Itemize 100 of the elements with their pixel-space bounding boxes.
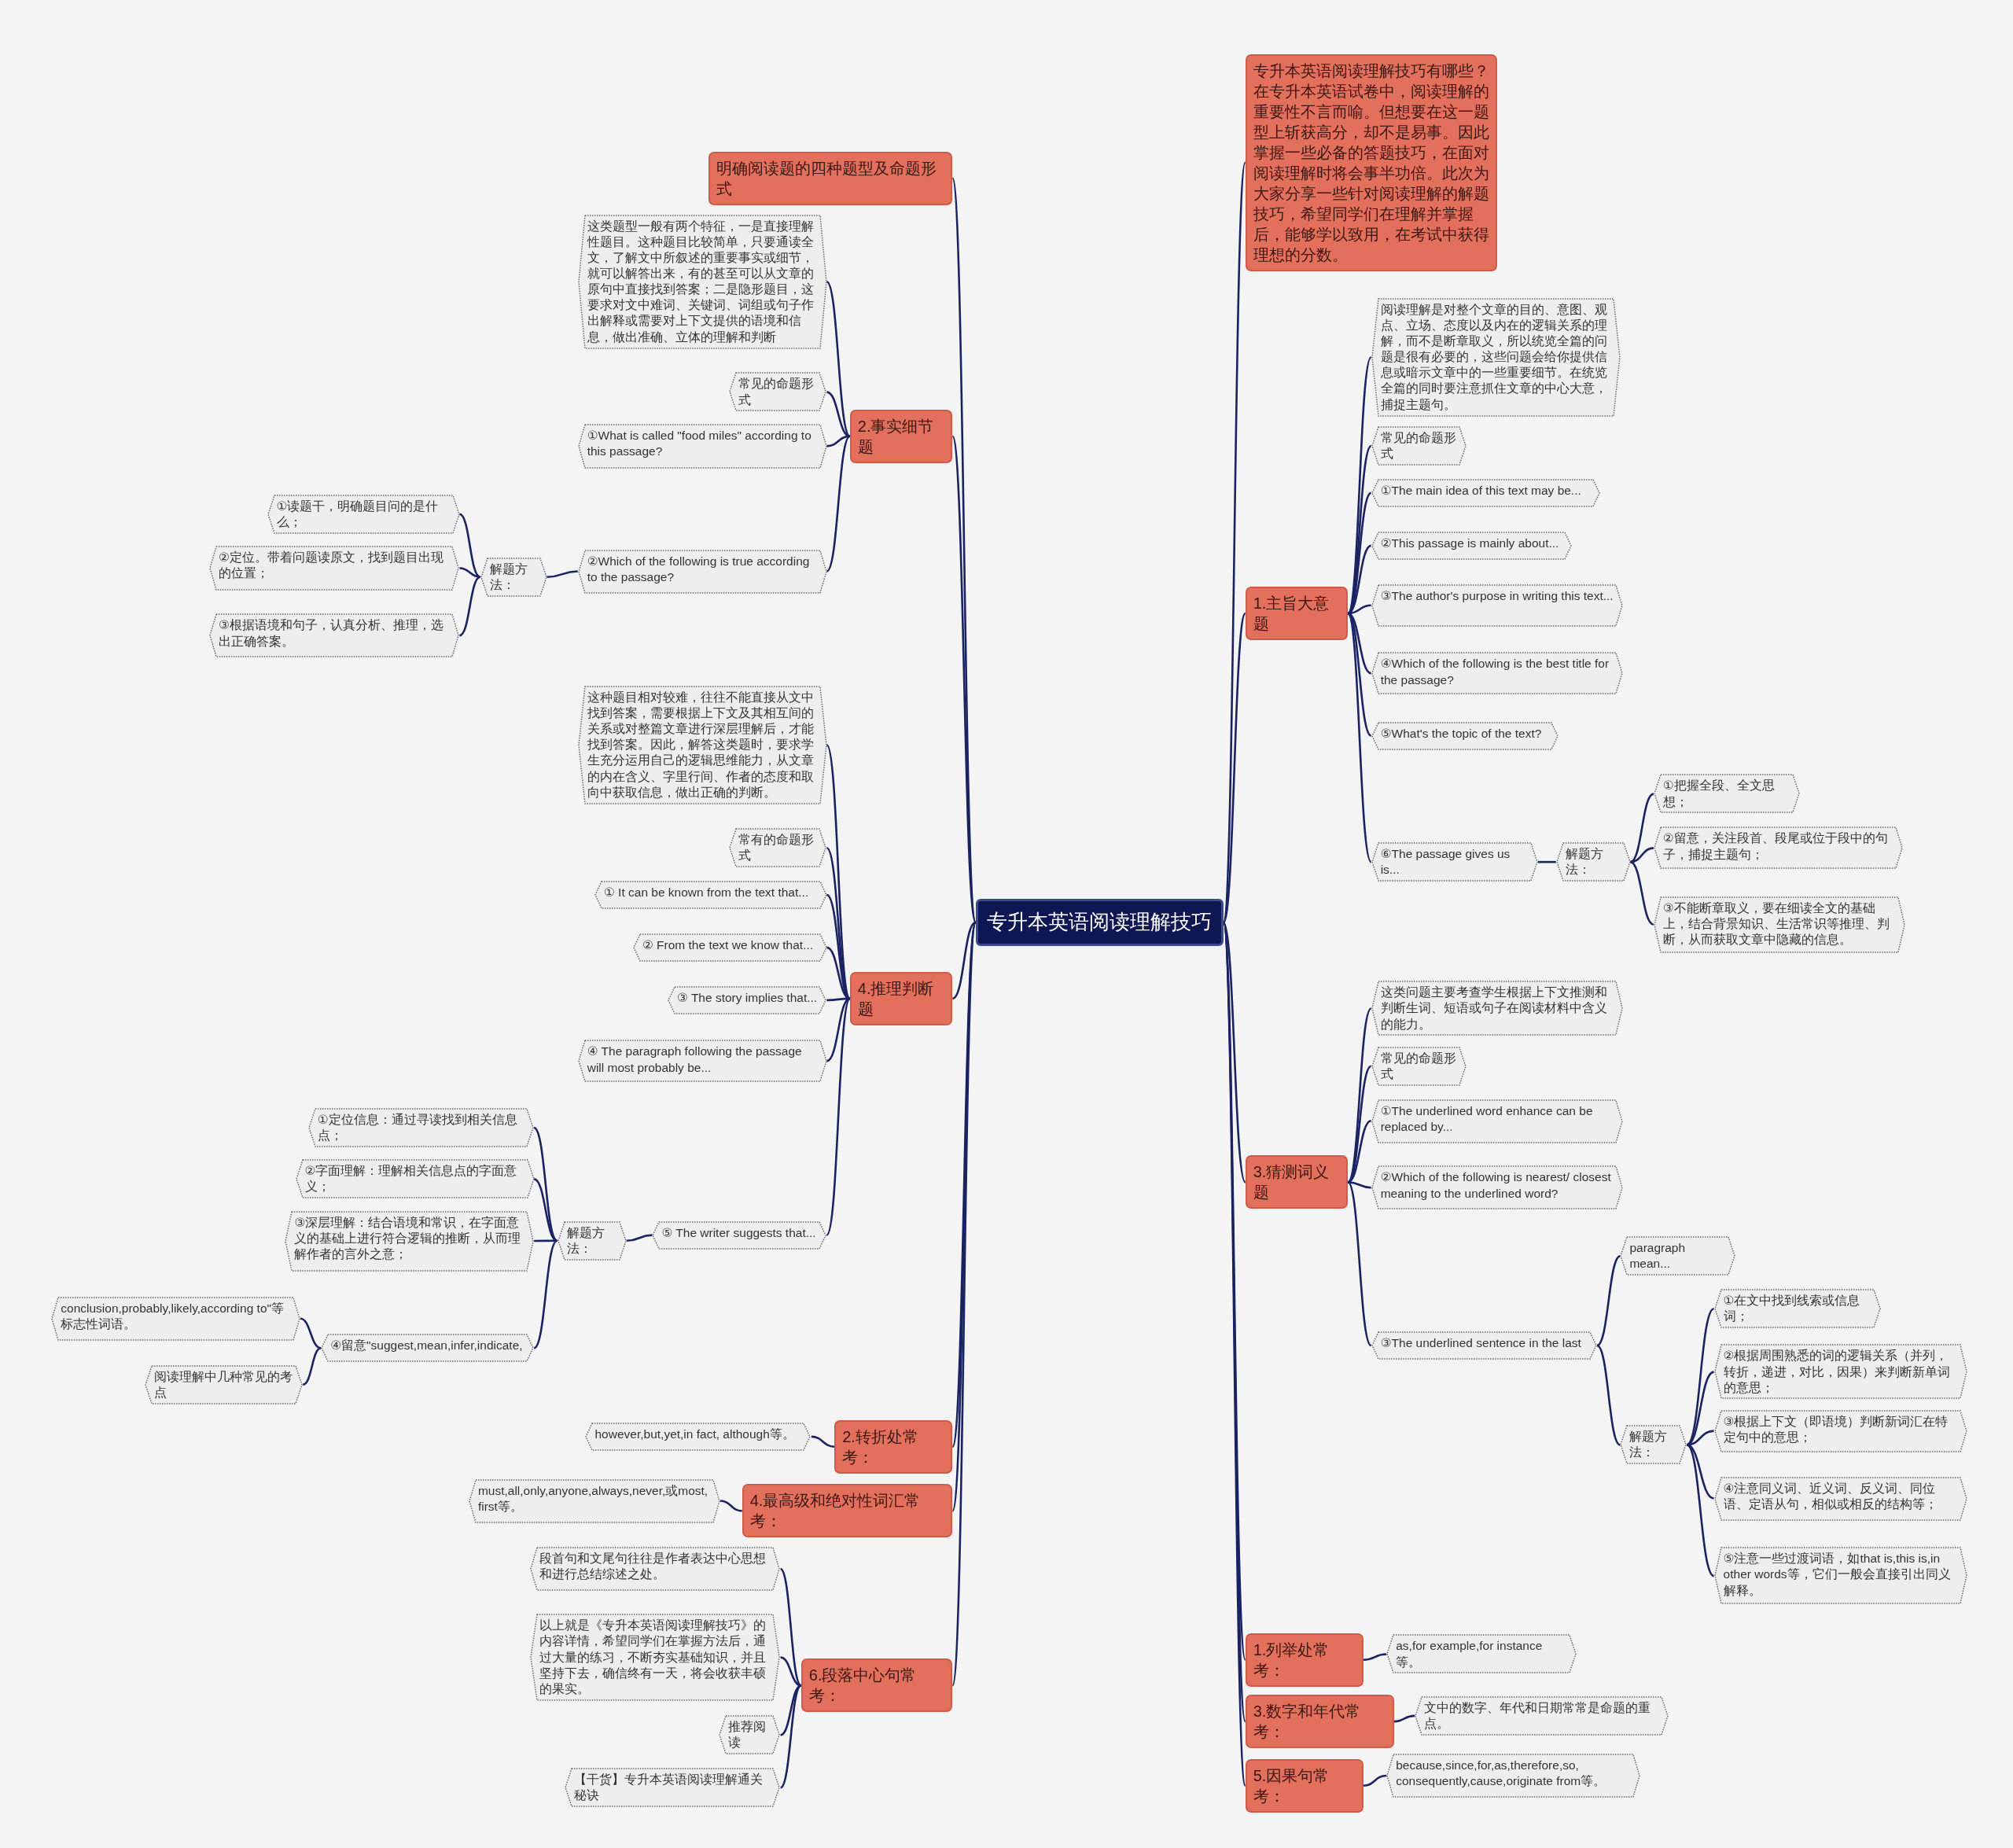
branch-topic: 5.因果句常考： [1245, 1758, 1363, 1813]
subtopic: ②字面理解：理解相关信息点的字面意义； [295, 1159, 535, 1199]
subtopic: paragraph mean... [1620, 1236, 1736, 1276]
connector-line [1348, 1181, 1371, 1189]
branch-topic: 1.列举处常考： [1245, 1633, 1363, 1687]
central-topic: 专升本英语阅读理解技巧 [975, 898, 1224, 947]
subtopic: 常见的命题形式 [1371, 426, 1467, 466]
connector-line [826, 435, 850, 447]
subtopic: 解题方法： [557, 1220, 627, 1261]
connector-line [1347, 1181, 1372, 1346]
subtopic: must,all,only,anyone,always,never,或most, first等。 [468, 1478, 720, 1523]
branch-topic: 4.最高级和绝对性词汇常考： [742, 1484, 953, 1538]
connector-line [826, 998, 851, 1236]
subtopic: ①What is called "food miles" according to this passage? [577, 423, 827, 469]
subtopic: ③根据语境和句子，认真分析、推理，选出正确答案。 [209, 613, 460, 657]
subtopic: ④Which of the following is the best title for the passage? [1371, 652, 1623, 695]
subtopic: 常见的命题形式 [1371, 1046, 1467, 1086]
connector-line [779, 1568, 802, 1687]
connector-line [1629, 860, 1654, 926]
subtopic: ③The underlined sentence in the last [1371, 1331, 1597, 1360]
subtopic: 阅读理解中几种常见的考点 [145, 1364, 304, 1404]
subtopic: ④ The paragraph following the passage will most probably be... [577, 1040, 827, 1083]
subtopic: because,since,for,as,therefore,so, consequently,cause,originate from等。 [1386, 1754, 1641, 1798]
subtopic: ②根据周围熟悉的词的逻辑关系（并列，转折，递进，对比，因果）来判断新单词的意思； [1713, 1344, 1967, 1400]
subtopic: ②This passage is mainly about... [1371, 531, 1572, 560]
connector-line [302, 1347, 322, 1386]
connector-line [534, 1239, 558, 1242]
subtopic: ⑤注意一些过渡词语，如that is,this is,in other words等，它们一般会直接引出同义解释。 [1713, 1547, 1967, 1605]
connector-line [1629, 793, 1654, 863]
subtopic: conclusion,probably,likely,according to"等标志性词语。 [51, 1296, 301, 1341]
connector-line [546, 570, 578, 578]
subtopic: ③不能断章取义，要在细读全文的基础上，结合背景知识、生活常识等推理、判断，从而获取文章中隐藏的信息。 [1653, 896, 1905, 953]
connector-line [826, 997, 851, 1062]
subtopic: ④注意同义词、近义词、反义词、同位语、定语从句，相似或相反的结构等； [1713, 1476, 1967, 1521]
branch-topic: 专升本英语阅读理解技巧有哪些？在专升本英语试卷中，阅读理解的重要性不言而喻。但想要在这一题型上斩获高分，却不是易事。因此掌握一些必备的答题技巧，在面对阅读理解时将会事半功倍。此次为大家分享一些针对阅读理解的解题技巧，希望同学们在理解并掌握后，能够学以致用，在考试中获得理想的分数。 [1245, 53, 1497, 271]
connector-line [826, 435, 851, 572]
subtopic: ①定位信息：通过寻读找到相关信息点； [307, 1107, 535, 1148]
connector-line [951, 436, 977, 923]
subtopic: 这类问题主要考查学生根据上下文推测和判断生词、短语或句子在阅读材料中含义的能力。 [1371, 981, 1623, 1036]
subtopic: ① It can be known from the text that... [594, 881, 827, 909]
connector-line [779, 1684, 802, 1789]
connector-line [1537, 860, 1556, 863]
connector-line [719, 1500, 742, 1512]
subtopic: ①把握全段、全文思想； [1653, 774, 1800, 814]
connector-line [951, 921, 977, 1000]
subtopic: ①在文中找到线索或信息词； [1713, 1289, 1881, 1329]
subtopic: ③深层理解：结合语境和常识，在字面意义的基础上进行符合逻辑的推断，从而理解作者的言外之意； [285, 1210, 535, 1272]
branch-topic: 2.事实细节题 [849, 409, 953, 463]
subtopic: 文中的数字、年代和日期常常是命题的重点。 [1415, 1695, 1669, 1736]
subtopic: ②Which of the following is true according to the passage? [577, 549, 827, 594]
connector-line [1686, 1444, 1715, 1577]
subtopic: however,but,yet,in fact, although等。 [585, 1422, 811, 1451]
branch-topic: 3.数字和年代常考： [1245, 1695, 1395, 1749]
connector-line [811, 1435, 835, 1448]
subtopic: 解题方法： [1555, 842, 1631, 882]
connector-line [458, 576, 481, 637]
subtopic: 推荐阅读 [719, 1715, 781, 1755]
subtopic: ③根据上下文（即语境）判断新词汇在特定句中的意思； [1713, 1409, 1967, 1452]
subtopic: as,for example,for instance等。 [1386, 1634, 1577, 1674]
connector-line [1686, 1371, 1715, 1446]
connector-line [1363, 1774, 1387, 1787]
subtopic: 以上就是《专升本英语阅读理解技巧》的内容详情，希望同学们在掌握方法后，通过大量的练习，不断夯实基础知识，并且坚持下去，确信终有一天，将会收获丰硕的果实。 [530, 1614, 781, 1701]
subtopic: 【干货】专升本英语阅读理解通关秘诀 [565, 1768, 781, 1808]
subtopic: ④留意"suggest,mean,infer,indicate, [321, 1334, 535, 1363]
connector-line [459, 567, 480, 578]
subtopic: ⑤ The writer suggests that... [652, 1220, 827, 1250]
connector-line [533, 1239, 558, 1349]
branch-topic: 6.段落中心句常考： [800, 1658, 953, 1713]
subtopic: 这类题型一般有两个特征，一是直接理解性题目。这种题目比较简单，只要通读全文，了解文中所叙述的重要事实或细节，就可以解答出来，有的甚至可以从文章的原句中直接找到答案；二是隐形题目，这要求对文中难词、关键词、词组或句子作出解释或需要对上下文提供的语境和信息，做出准确、立体的理解和判断 [577, 214, 827, 349]
subtopic: 常有的命题形式 [729, 828, 827, 868]
connector-line [1363, 1653, 1387, 1662]
subtopic: 阅读理解是对整个文章的目的、意图、观点、立场、态度以及内在的逻辑关系的理解，而不是断章取义，所以统览全篇的问题是很有必要的，这些问题会给你提供信息或暗示文章中的一些重要细节。在统览全篇的同时要注意抓住文章的中心大意，捕捉主题句。 [1371, 297, 1621, 417]
branch-topic: 3.猜测词义题 [1245, 1155, 1349, 1209]
subtopic: 解题方法： [480, 557, 547, 597]
subtopic: 这种题目相对较难，往往不能直接从文中找到答案，需要根据上下文及其相互间的关系或对整篇文章进行深层理解后，才能找到答案。因此，解答这类题时，要求学生充分运用自己的逻辑思维能力，从文章的内在含义、字里行间、作者的态度和取向中获取信息，做出正确的判断。 [577, 685, 827, 804]
branch-topic: 明确阅读题的四种题型及命题形式 [708, 151, 953, 205]
subtopic: ⑥The passage gives us is... [1371, 842, 1538, 882]
connector-line [1394, 1714, 1415, 1723]
connector-line [626, 1234, 653, 1242]
subtopic: ③The author's purpose in writing this text... [1371, 583, 1623, 627]
connector-line [300, 1317, 322, 1349]
subtopic: ①The main idea of this text may be... [1371, 478, 1600, 507]
subtopic: ② From the text we know that... [632, 933, 827, 962]
subtopic: 解题方法： [1620, 1425, 1687, 1465]
subtopic: ②留意，关注段首、段尾或位于段中的句子，捕捉主题句； [1653, 826, 1903, 870]
connector-line [458, 513, 481, 578]
connector-line [1222, 922, 1246, 1183]
subtopic: 常见的命题形式 [729, 372, 827, 412]
subtopic: ①The underlined word enhance can be replaced by... [1371, 1099, 1623, 1143]
connector-line [1596, 1344, 1621, 1446]
connector-line [1596, 1255, 1621, 1347]
connector-line [1348, 604, 1371, 615]
connector-line [826, 281, 851, 437]
branch-topic: 1.主旨大意题 [1245, 587, 1349, 641]
branch-topic: 2.转折处常考： [834, 1419, 953, 1474]
connector-line [1222, 613, 1246, 923]
subtopic: ③ The story implies that... [667, 985, 827, 1014]
branch-topic: 4.推理判断题 [849, 971, 953, 1025]
subtopic: ⑤What's the topic of the text? [1371, 721, 1559, 750]
subtopic: ②Which of the following is nearest/ closest meaning to the underlined word? [1371, 1165, 1623, 1209]
